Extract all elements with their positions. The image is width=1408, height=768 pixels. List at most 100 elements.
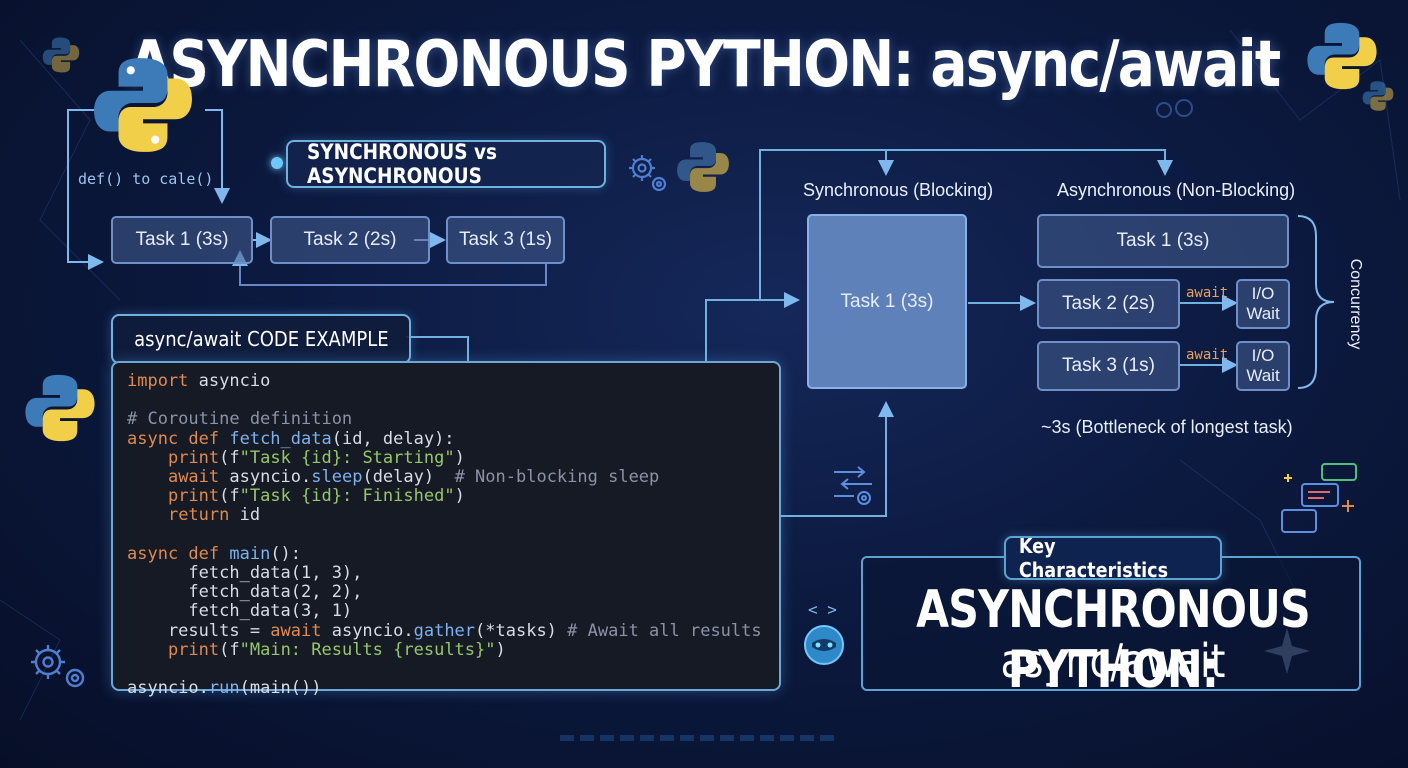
code-token: sleep — [311, 467, 363, 488]
io-wait-line2: Wait — [1246, 304, 1280, 323]
code-token: results = — [127, 620, 271, 641]
top-task-2: Task 2 (2s) — [270, 216, 430, 264]
io-wait-box-1: I/O Wait — [1236, 279, 1290, 329]
code-line — [127, 391, 762, 410]
code-token — [127, 486, 168, 506]
code-line: print(f"Task {id}: Finished") — [127, 487, 762, 506]
code-token: import — [127, 371, 189, 391]
code-token — [127, 505, 168, 525]
page-title: ASYNCHRONOUS PYTHON: async/await — [128, 28, 1282, 102]
code-token: fetch_data(1, 3), — [127, 563, 363, 584]
code-token: ) — [454, 486, 465, 507]
sync-task-1: Task 1 (3s) — [807, 214, 967, 389]
code-token: (): — [270, 543, 302, 564]
key-characteristics-text: Key Characteristics — [1018, 534, 1169, 582]
code-token: gather — [413, 620, 476, 641]
code-token: print — [167, 639, 220, 660]
code-token: # Non-blocking sleep — [454, 467, 660, 488]
sync-vs-async-text: SYNCHRONOUS vs ASYNCHRONOUS — [306, 140, 498, 188]
code-line — [127, 660, 762, 679]
code-token: await — [167, 467, 220, 488]
code-line: async def fetch_data(id, delay): — [127, 428, 762, 449]
code-line — [127, 526, 762, 545]
python-logo-icon — [94, 58, 192, 152]
async-task-1: Task 1 (3s) — [1037, 214, 1289, 268]
async-section-label: Asynchronous (Non-Blocking) — [1057, 180, 1296, 200]
top-task-3: Task 3 (1s) — [446, 216, 565, 264]
code-token: ) — [454, 447, 465, 468]
concurrency-label: Concurrency — [1347, 258, 1364, 350]
code-token: async def — [127, 428, 230, 449]
code-line: async def main(): — [127, 543, 762, 564]
bottleneck-note: ~3s (Bottleneck of longest task) — [1041, 417, 1293, 437]
code-token: print — [167, 486, 220, 507]
status-dot — [271, 157, 283, 169]
key-box-line2: async/await — [1000, 634, 1226, 688]
python-icon-label: def() to cale() — [78, 170, 214, 188]
code-token: # Coroutine definition — [127, 409, 353, 430]
code-token: (f — [219, 486, 240, 507]
io-wait-box-2: I/O Wait — [1236, 341, 1290, 391]
code-example-label: async/await CODE EXAMPLE — [111, 314, 411, 364]
code-token: (*tasks) — [475, 620, 568, 641]
code-token: "Task {id}: Finished" — [239, 486, 455, 507]
sparkle-icon — [1264, 628, 1310, 674]
code-token: fetch_data — [229, 428, 332, 449]
code-token: asyncio — [188, 371, 271, 391]
sync-section-label: Synchronous (Blocking) — [803, 180, 994, 200]
code-line: results = await asyncio.gather(*tasks) #… — [127, 620, 762, 641]
io-wait-line1: I/O — [1251, 346, 1275, 365]
code-line: fetch_data(1, 3), — [127, 563, 762, 584]
await-tag-2: await — [1186, 347, 1229, 363]
code-token: ) — [495, 639, 506, 660]
code-example-label-text: async/await CODE EXAMPLE — [133, 327, 389, 351]
code-token: (f — [219, 447, 240, 468]
code-token: id — [229, 505, 261, 526]
code-token: run — [208, 678, 240, 699]
code-token: fetch_data(3, 1) — [127, 601, 353, 622]
flowchart-icon — [834, 466, 872, 505]
code-token: async def — [127, 543, 230, 564]
await-tag-1: await — [1186, 285, 1229, 301]
async-task-2: Task 2 (2s) — [1037, 279, 1180, 329]
code-line: # Coroutine definition — [127, 410, 762, 429]
code-token: print — [167, 447, 220, 468]
code-panel — [111, 361, 781, 691]
code-token: (main()) — [239, 678, 322, 699]
code-token: # Await all results — [567, 620, 762, 641]
code-token: asyncio. — [127, 678, 209, 699]
python-logo-icon — [1307, 22, 1377, 90]
python-logo-icon — [1362, 81, 1394, 111]
code-token: asyncio. — [219, 467, 312, 488]
top-task-1: Task 1 (3s) — [111, 216, 253, 264]
async-task-3: Task 3 (1s) — [1037, 341, 1180, 391]
key-characteristics-label: Key Characteristics — [1004, 534, 1222, 582]
code-token: "Task {id}: Starting" — [239, 447, 455, 468]
python-logo-icon — [677, 142, 729, 192]
key-box-line1: ASYNCHRONOUS PYTHON: — [916, 580, 1311, 700]
code-token: (f — [219, 639, 240, 660]
code-line: return id — [127, 506, 762, 525]
io-wait-line1: I/O — [1251, 284, 1275, 303]
python-logo-icon — [25, 374, 95, 442]
code-token: (id, delay): — [331, 428, 455, 449]
python-logo-icon — [42, 37, 80, 73]
gear-icon — [1156, 99, 1193, 118]
sync-vs-async-label: SYNCHRONOUS vs ASYNCHRONOUS — [286, 140, 606, 188]
code-line: print(f"Task {id}: Starting") — [127, 447, 762, 468]
code-token: (delay) — [362, 467, 455, 488]
code-token — [127, 640, 168, 660]
code-line: print(f"Main: Results {results}") — [127, 639, 762, 660]
code-line: asyncio.run(main()) — [127, 679, 762, 698]
gear-icon — [31, 645, 85, 688]
code-token — [127, 467, 168, 487]
code-token: main — [229, 543, 271, 564]
code-token: "Main: Results {results}" — [239, 639, 496, 660]
code-token — [127, 448, 168, 468]
code-token: return — [167, 505, 230, 526]
code-line: fetch_data(3, 1) — [127, 602, 762, 621]
code-line: fetch_data(2, 2), — [127, 583, 762, 602]
gear-icon — [629, 155, 667, 192]
code-line: await asyncio.sleep(delay) # Non-blockin… — [127, 467, 762, 488]
